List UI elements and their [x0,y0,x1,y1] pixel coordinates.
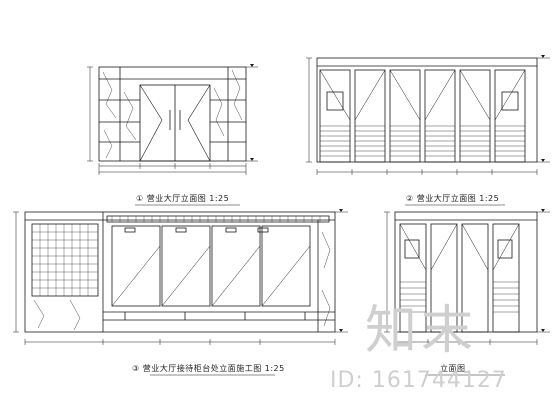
drawing-1-elevation [87,64,258,206]
drawing-1-title: 营业大厅立面图 [146,194,207,203]
drawing-2-number: ② [406,194,414,203]
drawing-3-caption: ③ 营业大厅接待柜台处立面施工图 1:25 [132,363,285,374]
drawing-2-scale: 1:25 [479,194,500,203]
drawing-3-scale: 1:25 [264,364,285,373]
drawing-1-scale: 1:25 [209,194,230,203]
drawing-4-caption: 立面图 [440,363,466,374]
drawing-4-title: 立面图 [440,364,466,373]
watermark-brand: 知末 [365,301,478,361]
drawing-2-caption: ② 营业大厅立面图 1:25 [406,193,499,204]
drawing-2-title: 营业大厅立面图 [416,194,477,203]
drawing-3-title: 营业大厅接待柜台处立面施工图 [142,364,262,373]
drawing-2-elevation [306,55,550,206]
drawing-3-elevation [13,209,348,376]
drawing-1-caption: ① 营业大厅立面图 1:25 [136,193,229,204]
drawing-4-elevation [384,209,550,376]
drawing-3-number: ③ [132,364,140,373]
watermark-id: ID: 161744127 [330,368,507,393]
drawing-1-number: ① [136,194,144,203]
